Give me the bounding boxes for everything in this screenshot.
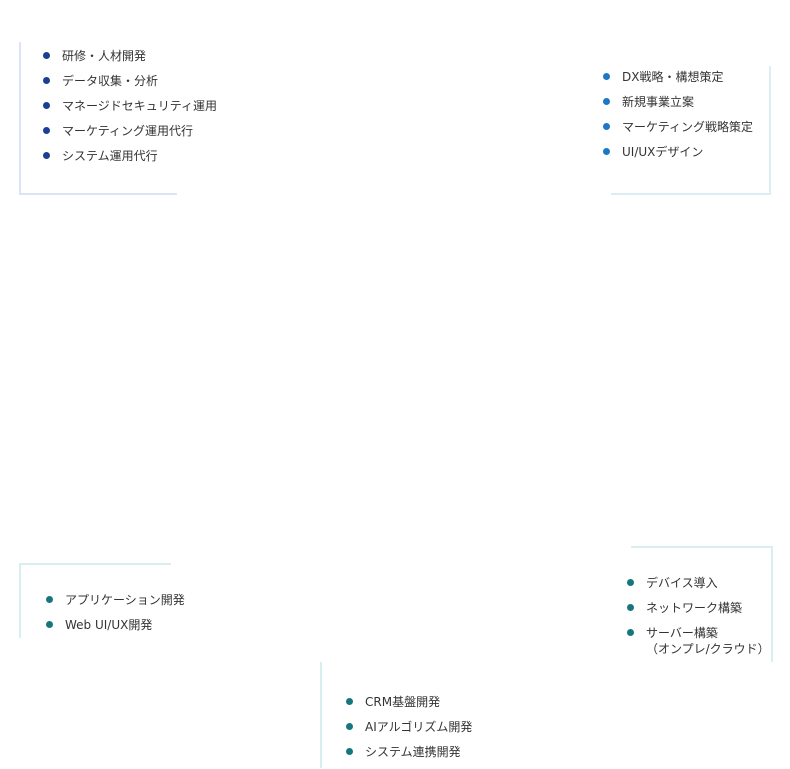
bullet-icon [346,748,353,755]
bullet-icon [603,123,610,130]
service-group-system-development: CRM基盤開発 AIアルゴリズム開発 システム連携開発 [320,662,500,768]
list-item: ネットワーク構築 [627,600,770,616]
list-item: 新規事業立案 [603,94,753,110]
list-item: UI/UXデザイン [603,144,753,160]
service-group-strategy: DX戦略・構想策定 新規事業立案 マーケティング戦略策定 UI/UXデザイン [603,66,771,195]
service-list: 研修・人材開発 データ収集・分析 マネージドセキュリティ運用 マーケティング運用… [43,48,217,173]
bullet-icon [627,579,634,586]
service-group-application: アプリケーション開発 Web UI/UX開発 [19,563,185,638]
service-list: デバイス導入 ネットワーク構築 サーバー構築 （オンプレ/クラウド） [627,575,770,666]
list-item: サーバー構築 [627,625,770,641]
service-group-infrastructure: デバイス導入 ネットワーク構築 サーバー構築 （オンプレ/クラウド） [627,546,773,662]
bullet-icon [603,148,610,155]
service-list: CRM基盤開発 AIアルゴリズム開発 システム連携開発 [346,694,472,769]
bullet-icon [346,723,353,730]
bullet-icon [43,127,50,134]
list-item: デバイス導入 [627,575,770,591]
list-item: マーケティング運用代行 [43,123,217,139]
bullet-icon [43,152,50,159]
service-group-operations: 研修・人材開発 データ収集・分析 マネージドセキュリティ運用 マーケティング運用… [19,42,217,195]
bullet-icon [43,77,50,84]
list-item: システム運用代行 [43,148,217,164]
list-item-continuation: （オンプレ/クラウド） [646,642,770,656]
list-item: Web UI/UX開発 [46,617,185,633]
list-item: システム連携開発 [346,744,472,760]
bullet-icon [627,604,634,611]
list-item: AIアルゴリズム開発 [346,719,472,735]
bullet-icon [346,698,353,705]
list-item: マーケティング戦略策定 [603,119,753,135]
bullet-icon [43,52,50,59]
service-list: アプリケーション開発 Web UI/UX開発 [46,592,185,642]
list-item: DX戦略・構想策定 [603,69,753,85]
bullet-icon [603,73,610,80]
list-item: マネージドセキュリティ運用 [43,98,217,114]
service-list: DX戦略・構想策定 新規事業立案 マーケティング戦略策定 UI/UXデザイン [603,69,753,169]
list-item: データ収集・分析 [43,73,217,89]
bullet-icon [603,98,610,105]
bullet-icon [46,621,53,628]
bullet-icon [627,629,634,636]
list-item: CRM基盤開発 [346,694,472,710]
list-item: 研修・人材開発 [43,48,217,64]
bullet-icon [46,596,53,603]
list-item: アプリケーション開発 [46,592,185,608]
bullet-icon [43,102,50,109]
